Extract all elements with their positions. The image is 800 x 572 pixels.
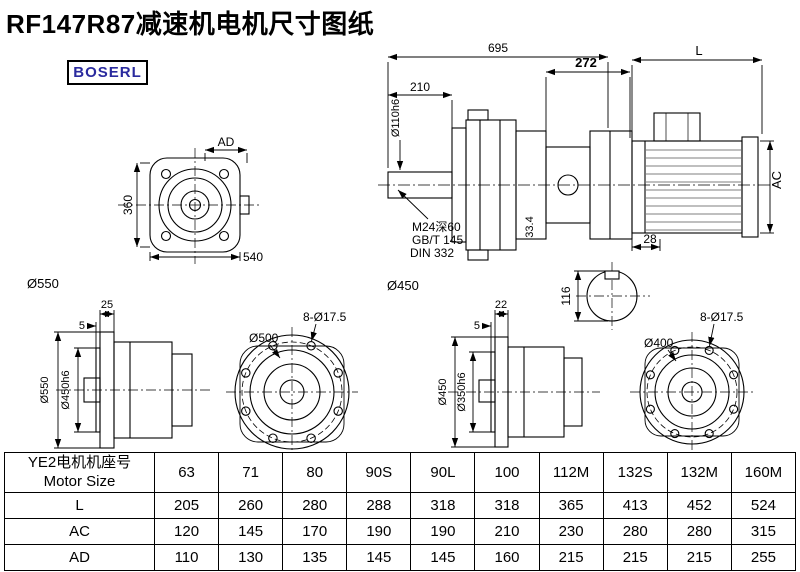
bottom-left-view-outline <box>56 331 210 449</box>
table-cell: 230 <box>538 518 604 545</box>
table-cell: 524 <box>730 492 797 519</box>
label-d550: Ø550 <box>27 276 59 291</box>
table-cell: 160 <box>474 544 540 571</box>
row-label-l: L <box>4 492 155 519</box>
dim-540-label: 540 <box>243 250 263 264</box>
table-row-l: L 205 260 280 288 318 318 365 413 452 52… <box>4 492 797 519</box>
table-cell: 145 <box>218 518 284 545</box>
dim-ac-label: AC <box>769 171 784 189</box>
table-cell: 280 <box>282 492 348 519</box>
col-header-132m: 132M <box>666 452 732 493</box>
dim-695-label: 695 <box>488 41 508 55</box>
table-cell: 135 <box>282 544 348 571</box>
row-label-ad: AD <box>4 544 155 571</box>
fr-dia-label: Ø400 <box>644 336 674 350</box>
bm-dim-5-label: 5 <box>474 320 480 332</box>
front-view-dimlines <box>133 146 248 261</box>
dim-116-label: 116 <box>559 286 573 305</box>
table-cell: 318 <box>410 492 476 519</box>
flange-right-leaders <box>667 323 715 362</box>
motor-size-header-cn: YE2电机机座号 <box>27 453 132 471</box>
shaft-section-dimlines <box>574 270 608 322</box>
motor-size-header-en: Motor Size <box>43 472 116 490</box>
table-cell: 365 <box>538 492 604 519</box>
bm-spigot-dia-label: Ø350h6 <box>456 372 468 411</box>
table-cell: 210 <box>474 518 540 545</box>
thread-note-label: M24深60 <box>412 220 461 234</box>
row-label-ac: AC <box>4 518 155 545</box>
bottom-mid-view-outline <box>448 336 600 448</box>
table-cell: 413 <box>602 492 668 519</box>
col-header-90s: 90S <box>346 452 412 493</box>
table-cell: 255 <box>730 544 797 571</box>
table-row-ad: AD 110 130 135 145 145 160 215 215 215 2… <box>4 544 797 571</box>
col-header-132s: 132S <box>602 452 668 493</box>
table-cell: 280 <box>666 518 732 545</box>
dim-210-label: 210 <box>410 80 430 94</box>
main-view-outline <box>378 109 774 261</box>
table-cell: 315 <box>730 518 797 545</box>
table-cell: 130 <box>218 544 284 571</box>
page-title: RF147R87减速机电机尺寸图纸 <box>6 9 375 39</box>
bm-outer-dia-label: Ø450 <box>437 379 449 406</box>
main-view-dimlines <box>387 53 774 251</box>
col-header-63: 63 <box>153 452 220 493</box>
dim-360-label: 360 <box>121 195 135 215</box>
brand-logo: BOSERL <box>67 60 148 85</box>
table-cell: 215 <box>666 544 732 571</box>
bottom-left-dimlines <box>54 310 115 449</box>
col-header-112m: 112M <box>538 452 604 493</box>
fl-dia-label: Ø500 <box>249 331 279 345</box>
table-cell: 318 <box>474 492 540 519</box>
table-header-row: YE2电机机座号 Motor Size 63 71 80 90S 90L 100… <box>4 452 797 493</box>
std-gb-label: GB/T 145 <box>412 233 463 247</box>
dim-ad-label: AD <box>218 135 235 149</box>
dim-28-label: 28 <box>643 232 657 246</box>
dim-334-label: 33.4 <box>524 216 536 237</box>
dim-l-label: L <box>695 43 702 58</box>
col-header-90l: 90L <box>410 452 476 493</box>
motor-fins <box>646 149 741 231</box>
label-d450: Ø450 <box>387 278 419 293</box>
shaft-dia-label: Ø110h6 <box>390 99 402 137</box>
dimension-labels: AD 360 540 Ø550 695 210 Ø110h6 M24深60 GB… <box>27 41 784 412</box>
table-cell: 205 <box>153 492 220 519</box>
table-cell: 280 <box>602 518 668 545</box>
std-din-label: DIN 332 <box>410 246 454 260</box>
fl-holes-label: 8-Ø17.5 <box>303 310 347 324</box>
col-header-71: 71 <box>218 452 284 493</box>
bl-spigot-dia-label: Ø450h6 <box>60 370 72 409</box>
table-cell: 145 <box>410 544 476 571</box>
table-row-ac: AC 120 145 170 190 190 210 230 280 280 3… <box>4 518 797 545</box>
col-header-160m: 160M <box>730 452 797 493</box>
bl-dim-5-label: 5 <box>79 320 85 332</box>
table-cell: 110 <box>153 544 220 571</box>
dim-272-label: 272 <box>575 55 597 70</box>
flange-left-view-outline <box>226 327 358 457</box>
flange-left-leaders <box>269 323 317 359</box>
front-view-outline <box>118 148 262 264</box>
table-cell: 215 <box>602 544 668 571</box>
table-cell: 145 <box>346 544 412 571</box>
table-cell: 288 <box>346 492 412 519</box>
table-cell: 452 <box>666 492 732 519</box>
bl-dim-25-label: 25 <box>101 299 113 311</box>
table-cell: 260 <box>218 492 284 519</box>
bl-outer-dia-label: Ø550 <box>39 377 51 404</box>
table-cell: 215 <box>538 544 604 571</box>
table-cell: 120 <box>153 518 220 545</box>
col-header-80: 80 <box>282 452 348 493</box>
motor-dimension-table: YE2电机机座号 Motor Size 63 71 80 90S 90L 100… <box>4 452 797 571</box>
col-header-100: 100 <box>474 452 540 493</box>
bm-dim-22-label: 22 <box>495 299 507 311</box>
motor-size-header: YE2电机机座号 Motor Size <box>4 452 155 493</box>
shaft-section-view <box>576 262 650 330</box>
fr-holes-label: 8-Ø17.5 <box>700 310 744 324</box>
flange-right-view-outline <box>630 332 754 452</box>
table-cell: 170 <box>282 518 348 545</box>
table-cell: 190 <box>410 518 476 545</box>
table-cell: 190 <box>346 518 412 545</box>
bottom-mid-dimlines <box>451 310 509 448</box>
